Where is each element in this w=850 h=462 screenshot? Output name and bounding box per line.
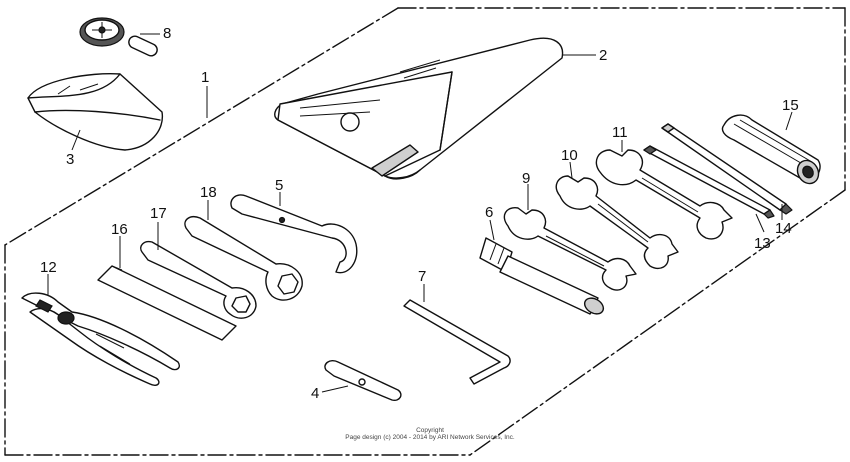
label-part-7: 7 bbox=[418, 268, 426, 285]
tire-gauge-drawing bbox=[79, 17, 158, 57]
part-number-labels: 1 2 3 4 5 6 7 8 9 10 11 12 13 14 15 16 1… bbox=[40, 25, 799, 402]
label-part-15: 15 bbox=[782, 97, 799, 114]
label-part-5: 5 bbox=[275, 177, 283, 194]
pliers-drawing bbox=[21, 292, 180, 387]
hex-key-drawing bbox=[403, 299, 511, 385]
label-part-17: 17 bbox=[150, 205, 167, 222]
label-part-10: 10 bbox=[561, 147, 578, 164]
label-part-6: 6 bbox=[485, 204, 493, 221]
label-part-3: 3 bbox=[66, 151, 74, 168]
label-part-12: 12 bbox=[40, 259, 57, 276]
pin-spanner-drawing bbox=[230, 194, 358, 274]
label-part-1: 1 bbox=[201, 69, 209, 86]
copyright-line-1: Copyright bbox=[416, 427, 444, 434]
wrench-bar-drawing bbox=[140, 240, 257, 319]
tool-roll-bag-drawing bbox=[274, 37, 564, 180]
label-part-14: 14 bbox=[775, 220, 792, 237]
label-part-11: 11 bbox=[612, 124, 628, 141]
label-part-2: 2 bbox=[599, 47, 607, 64]
copyright-line-2: Page design (c) 2004 - 2014 by ARI Netwo… bbox=[345, 434, 515, 441]
label-part-16: 16 bbox=[111, 221, 128, 238]
gap-tool-drawing bbox=[324, 360, 402, 402]
spark-plug-wrench-drawing bbox=[479, 237, 605, 315]
leader-lines bbox=[47, 33, 793, 393]
phillips-screwdriver-blade-drawing bbox=[643, 145, 775, 219]
label-part-13: 13 bbox=[754, 235, 771, 252]
open-end-wrench-small-drawing bbox=[503, 207, 637, 291]
box-wrench-drawing bbox=[184, 216, 303, 301]
open-end-wrench-medium-drawing bbox=[555, 175, 679, 270]
label-part-4: 4 bbox=[311, 385, 319, 402]
open-end-wrench-large-drawing bbox=[595, 149, 733, 240]
copyright-notice: Copyright Page design (c) 2004 - 2014 by… bbox=[300, 427, 560, 441]
pouch-drawing bbox=[27, 73, 164, 151]
label-part-9: 9 bbox=[522, 170, 530, 187]
label-part-8: 8 bbox=[163, 25, 171, 42]
flat-bar-drawing bbox=[97, 265, 237, 341]
kit-boundary-outline bbox=[4, 7, 846, 456]
screwdriver-handle-drawing bbox=[721, 114, 821, 185]
flat-screwdriver-blade-drawing bbox=[661, 123, 793, 215]
label-part-18: 18 bbox=[200, 184, 217, 201]
